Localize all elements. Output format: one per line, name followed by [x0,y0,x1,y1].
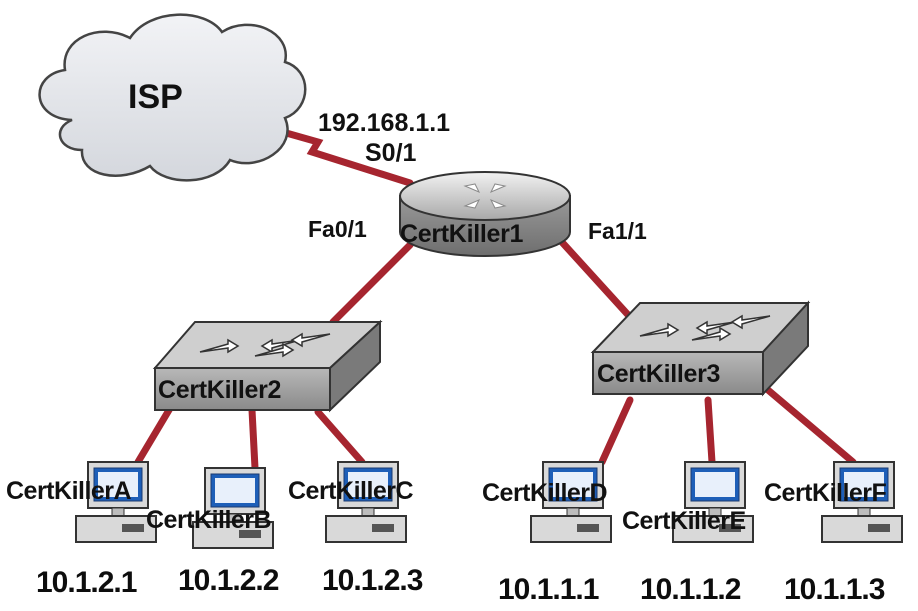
pc-icon-e [672,461,754,543]
hosts [75,461,903,549]
router-name: CertKiller1 [400,220,524,248]
switch-name-certkiller2: CertKiller2 [158,376,282,404]
isp-label: ISP [128,78,183,116]
link-switch2-hostA [134,401,176,466]
switch-icon-certkiller3 [590,300,811,397]
isp-cloud-icon [38,13,307,182]
pc-icon-c [325,461,407,543]
serial-ip-label: 192.168.1.1 [318,109,451,137]
host-ip-f: 10.1.1.3 [784,573,885,606]
host-ip-e: 10.1.1.2 [640,573,741,606]
host-name-e: CertKillerE [622,507,746,535]
link-router-switch3 [556,236,634,321]
link-switch2-hostB [248,406,259,472]
host-ip-d: 10.1.1.1 [498,573,599,606]
pc-icon-d [530,461,612,543]
pc-icon-f [821,461,903,543]
host-name-d: CertKillerD [482,479,608,507]
link-switch2-hostC [314,408,366,466]
host-name-b: CertKillerB [146,506,272,534]
host-name-a: CertKillerA [6,477,132,505]
serial-port-label: S0/1 [365,139,417,167]
links [134,121,857,472]
switch-icon-certkiller2 [152,319,383,413]
link-switch3-hostD [598,396,634,466]
host-name-c: CertKillerC [288,477,414,505]
router-port-fa1-1: Fa1/1 [588,218,647,244]
host-ip-a: 10.1.2.1 [36,566,137,599]
link-switch3-hostF [764,386,857,466]
link-switch3-hostE [704,396,716,466]
pc-icon-b [192,467,274,549]
link-router-switch2 [329,241,414,326]
host-name-f: CertKillerF [764,479,887,507]
host-ip-c: 10.1.2.3 [322,564,423,597]
pc-icon-a [75,461,157,543]
router-port-fa0-1: Fa0/1 [308,216,367,242]
host-ip-b: 10.1.2.2 [178,564,279,597]
switch-name-certkiller3: CertKiller3 [597,360,721,388]
router-icon [399,171,571,257]
